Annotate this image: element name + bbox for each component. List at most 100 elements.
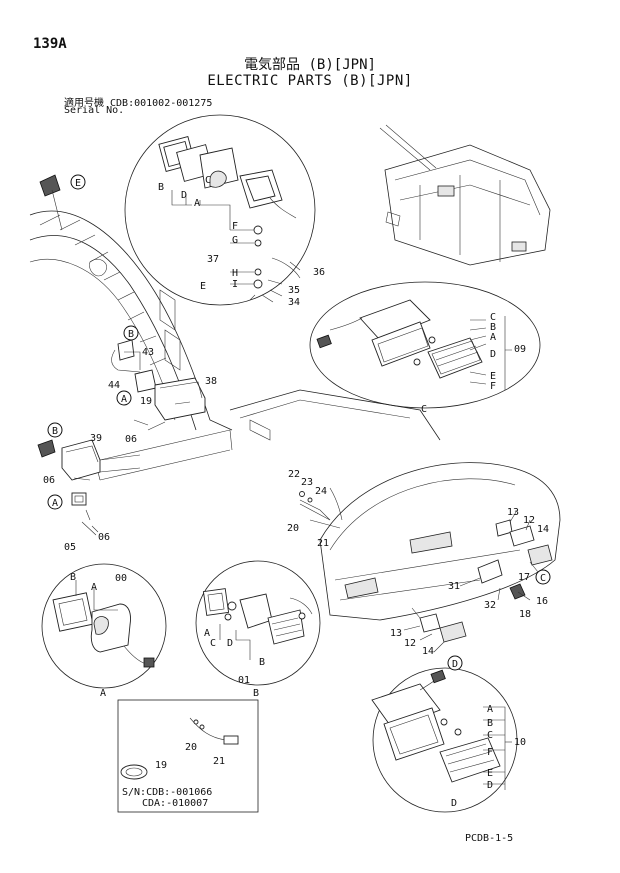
callout-bubble-e-label: E bbox=[75, 178, 81, 189]
label-inset-part-20: 20 bbox=[185, 742, 197, 753]
label-circle-a-caption: A bbox=[100, 688, 106, 699]
label-part-36-e: 36 bbox=[313, 267, 325, 278]
label-part-23: 23 bbox=[301, 477, 313, 488]
label-circle-b-b: B bbox=[259, 657, 265, 668]
label-circle-e-b: B bbox=[158, 182, 164, 193]
label-part-13-right: 13 bbox=[507, 507, 519, 518]
label-circle-c-caption: C bbox=[421, 404, 427, 415]
label-part-16: 16 bbox=[536, 596, 548, 607]
label-circle-c-c: C bbox=[490, 312, 496, 323]
detail-circle-b bbox=[195, 560, 321, 686]
label-circle-d-caption: D bbox=[451, 798, 457, 809]
label-circle-c-d: D bbox=[490, 349, 496, 360]
callout-bubble-b-top-label: B bbox=[128, 329, 134, 340]
label-circle-e-d: D bbox=[181, 190, 187, 201]
callout-bubble-d-label: D bbox=[452, 659, 458, 670]
callout-bubble-a-top: A bbox=[116, 390, 132, 406]
label-part-24: 24 bbox=[315, 486, 327, 497]
label-circle-a-a: A bbox=[91, 582, 97, 593]
label-circle-d-e: E bbox=[487, 768, 493, 779]
label-circle-d-c: C bbox=[487, 730, 493, 741]
label-part-44: 44 bbox=[108, 380, 120, 391]
inset-serial-line-2: CDA:-010007 bbox=[142, 798, 208, 809]
label-circle-e-f: F bbox=[232, 221, 238, 232]
label-part-00: 00 bbox=[115, 573, 127, 584]
label-circle-e-c: C bbox=[205, 175, 211, 186]
detail-circle-a bbox=[41, 563, 167, 689]
label-circle-d-a: A bbox=[487, 704, 493, 715]
label-part-37: 37 bbox=[207, 254, 219, 265]
label-part-14-right: 14 bbox=[537, 524, 549, 535]
label-part-32: 32 bbox=[484, 600, 496, 611]
label-circle-d-f: F bbox=[487, 747, 493, 758]
cab-upper-structure bbox=[379, 124, 551, 266]
callout-bubble-d: D bbox=[447, 655, 463, 671]
label-part-14-bottom: 14 bbox=[422, 646, 434, 657]
label-circle-e-h: H bbox=[232, 268, 238, 279]
detail-circle-e bbox=[124, 114, 316, 306]
inset-box-early-serial bbox=[117, 699, 259, 813]
serial-range-japanese: 適用号機 CDB:001002-001275 bbox=[64, 98, 213, 109]
label-circle-b-a: A bbox=[204, 628, 210, 639]
machine-frame-left bbox=[29, 210, 233, 431]
callout-bubble-a-top-label: A bbox=[121, 394, 127, 405]
label-part-06-b: 06 bbox=[43, 475, 55, 486]
page-number: 139A bbox=[33, 36, 67, 52]
label-part-13-bottom: 13 bbox=[390, 628, 402, 639]
callout-bubble-e: E bbox=[70, 174, 86, 190]
page-title-japanese: 電気部品 (B)[JPN] bbox=[244, 57, 376, 73]
label-part-12-right: 12 bbox=[523, 515, 535, 526]
left-side-lamp-parts bbox=[37, 174, 206, 533]
label-part-39: 39 bbox=[90, 433, 102, 444]
label-circle-b-d: D bbox=[227, 638, 233, 649]
label-part-17: 17 bbox=[518, 572, 530, 583]
label-part-10: 10 bbox=[514, 737, 526, 748]
page-title-english: ELECTRIC PARTS (B)[JPN] bbox=[207, 73, 413, 89]
label-circle-c-a: A bbox=[490, 332, 496, 343]
label-circle-e-i: I bbox=[232, 279, 238, 290]
label-circle-e-a: A bbox=[194, 198, 200, 209]
label-part-31: 31 bbox=[448, 581, 460, 592]
leader-lines bbox=[73, 261, 539, 790]
label-part-06-c: 06 bbox=[98, 532, 110, 543]
callout-bubble-c: C bbox=[535, 569, 551, 585]
callout-bubble-b-top: B bbox=[123, 325, 139, 341]
detail-circle-c bbox=[309, 281, 541, 409]
label-part-12-bottom: 12 bbox=[404, 638, 416, 649]
label-part-19: 19 bbox=[140, 396, 152, 407]
callout-bubble-c-label: C bbox=[540, 573, 546, 584]
callout-bubble-b-mid-label: B bbox=[52, 426, 58, 437]
label-part-05: 05 bbox=[64, 542, 76, 553]
label-part-22: 22 bbox=[288, 469, 300, 480]
inset-serial-line-1: S/N:CDB:-001066 bbox=[122, 787, 212, 798]
label-part-09: 09 bbox=[514, 344, 526, 355]
label-circle-b-caption: B bbox=[253, 688, 259, 699]
label-circle-e-caption: E bbox=[200, 281, 206, 292]
label-part-20-main: 20 bbox=[287, 523, 299, 534]
document-code: PCDB-1-5 bbox=[465, 833, 514, 844]
label-circle-d-b: B bbox=[487, 718, 493, 729]
rear-lamp-parts bbox=[299, 487, 553, 643]
label-circle-c-b: B bbox=[490, 322, 496, 333]
label-inset-part-21: 21 bbox=[213, 756, 225, 767]
label-circle-c-e: E bbox=[490, 371, 496, 382]
label-circle-b-c: C bbox=[210, 638, 216, 649]
label-circle-e-g: G bbox=[232, 235, 238, 246]
rear-counterweight-structure bbox=[94, 389, 561, 621]
label-part-35: 35 bbox=[288, 285, 300, 296]
label-part-06-a: 06 bbox=[125, 434, 137, 445]
part-labels: B D A C F G H I 37 36 35 34 E C B A D E … bbox=[43, 175, 549, 809]
label-inset-part-19: 19 bbox=[155, 760, 167, 771]
label-part-01: 01 bbox=[238, 675, 250, 686]
detail-circle-d bbox=[371, 667, 518, 813]
callout-bubble-a-mid-label: A bbox=[52, 498, 58, 509]
serial-label-english: Serial No. bbox=[64, 105, 125, 116]
label-circle-a-b: B bbox=[70, 572, 76, 583]
label-part-43: 43 bbox=[142, 347, 154, 358]
callout-bubble-b-mid: B bbox=[47, 422, 63, 438]
label-part-18: 18 bbox=[519, 609, 531, 620]
callout-bubble-a-mid: A bbox=[47, 494, 63, 510]
label-part-38: 38 bbox=[205, 376, 217, 387]
label-part-21-main: 21 bbox=[317, 538, 329, 549]
